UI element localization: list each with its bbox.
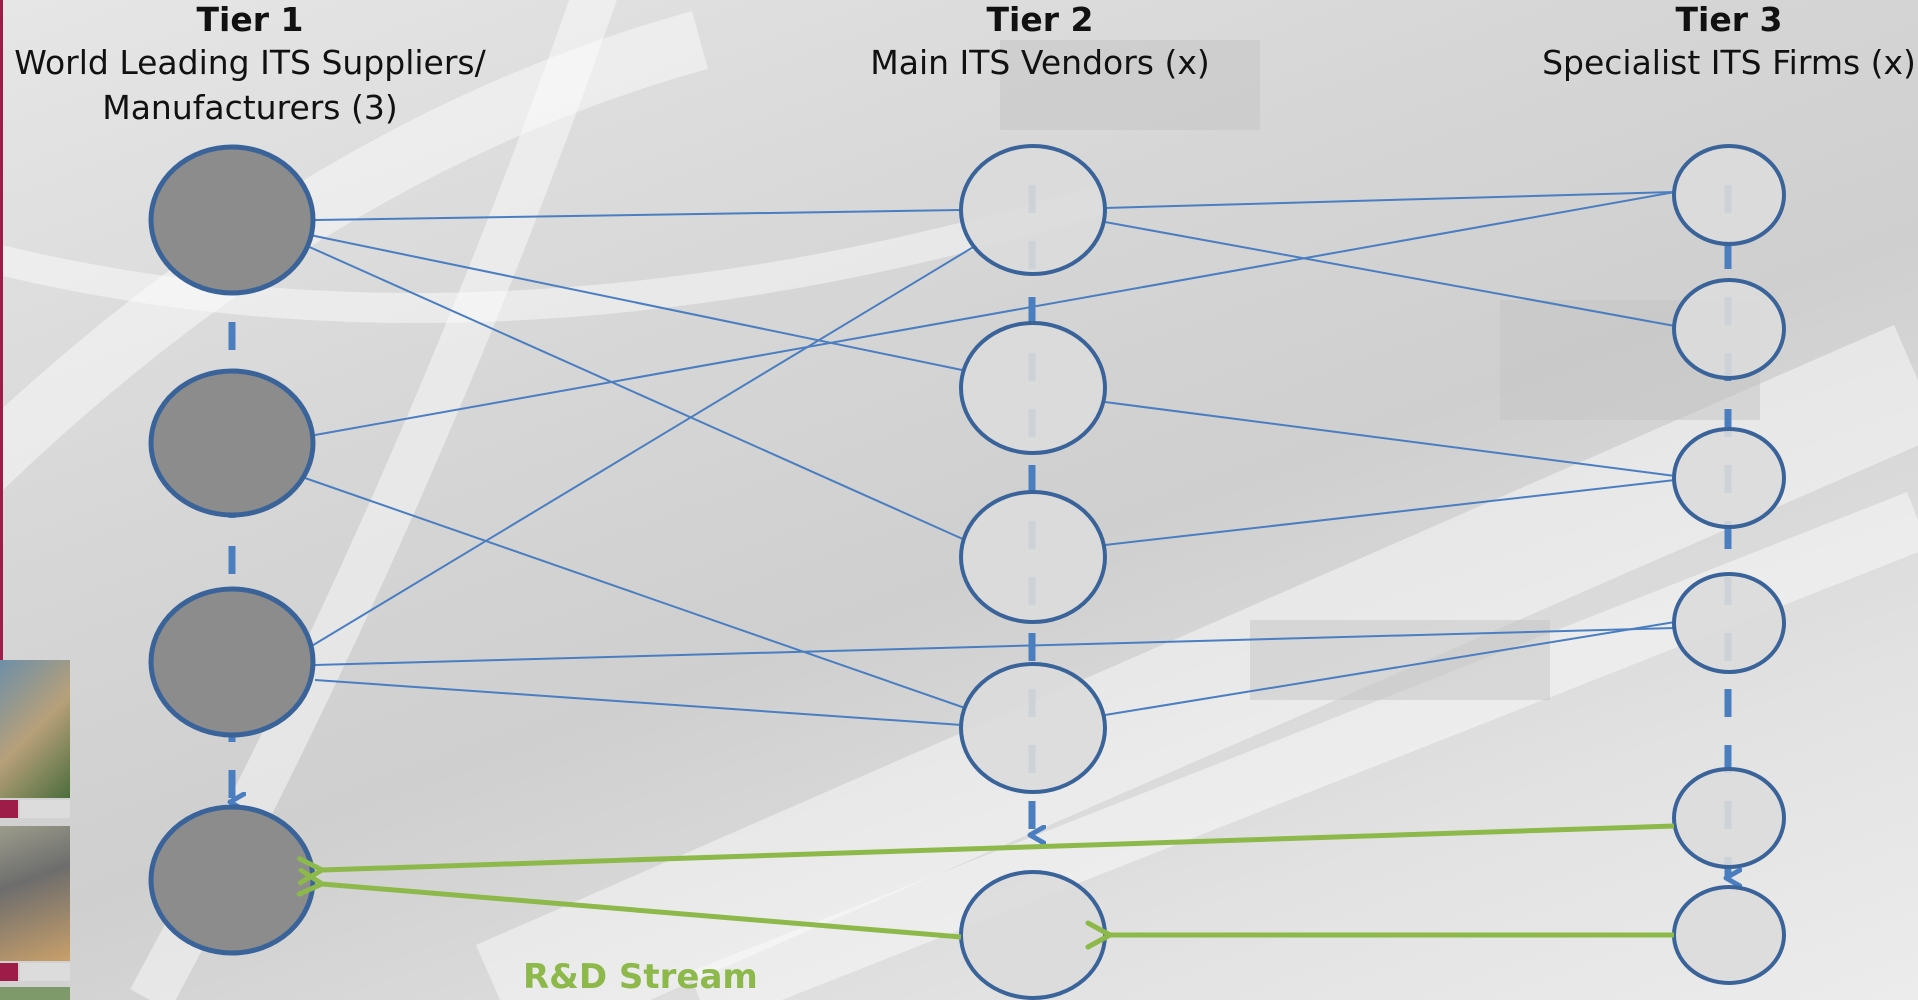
tier2-node bbox=[959, 870, 1107, 1000]
rd-arrow-tier2-to-tier1 bbox=[296, 867, 962, 940]
tier1-subtitle-line2: Manufacturers (3) bbox=[102, 88, 398, 127]
tier3-header: Tier 3 Specialist ITS Firms (x) bbox=[1540, 0, 1918, 85]
tier3-node bbox=[1672, 427, 1786, 529]
left-photo-strip bbox=[0, 660, 72, 1000]
tier2-node bbox=[959, 662, 1107, 794]
tier3-subtitle: Specialist ITS Firms (x) bbox=[1542, 43, 1916, 82]
tier1-node bbox=[148, 144, 316, 296]
link-line bbox=[314, 679, 963, 726]
link-line bbox=[314, 209, 961, 221]
rd-stream-arrows bbox=[296, 823, 1675, 950]
divider-bar bbox=[20, 800, 70, 818]
photo-thumbnail bbox=[0, 987, 70, 1000]
divider-bar bbox=[20, 963, 70, 981]
accent-bar bbox=[0, 800, 18, 818]
link-line bbox=[1104, 221, 1676, 327]
tier1-node bbox=[148, 368, 316, 518]
link-line bbox=[314, 191, 1676, 436]
tier2-node bbox=[959, 321, 1107, 455]
left-edge-line bbox=[0, 0, 3, 660]
tier2-nodes bbox=[959, 144, 1107, 1000]
tier2-header: Tier 2 Main ITS Vendors (x) bbox=[830, 0, 1250, 85]
tier3-node bbox=[1672, 278, 1786, 380]
rd-stream-label: R&D Stream bbox=[523, 957, 758, 997]
tier3-title: Tier 3 bbox=[1675, 0, 1783, 39]
accent-bar bbox=[0, 963, 18, 981]
link-line bbox=[1104, 621, 1676, 716]
photo-thumbnail bbox=[0, 826, 70, 961]
link-line bbox=[309, 234, 963, 371]
link-line bbox=[1104, 479, 1676, 546]
tier1-subtitle-line1: World Leading ITS Suppliers/ bbox=[14, 43, 486, 82]
connection-lines bbox=[304, 191, 1676, 726]
tier3-node bbox=[1672, 767, 1786, 869]
tier1-title: Tier 1 bbox=[196, 0, 304, 39]
tier2-title: Tier 2 bbox=[986, 0, 1094, 39]
link-line bbox=[304, 244, 966, 541]
tier2-node bbox=[959, 490, 1107, 624]
tier2-node bbox=[959, 144, 1107, 276]
tier1-nodes bbox=[148, 144, 316, 956]
tier1-node bbox=[148, 586, 316, 738]
tier3-node bbox=[1672, 572, 1786, 674]
tier3-nodes bbox=[1672, 144, 1786, 985]
tier1-header: Tier 1 World Leading ITS Suppliers/ Manu… bbox=[0, 0, 500, 130]
tier3-node bbox=[1672, 885, 1786, 985]
link-line bbox=[314, 627, 1676, 666]
tier2-subtitle: Main ITS Vendors (x) bbox=[870, 43, 1210, 82]
link-line bbox=[1104, 191, 1676, 209]
tier1-node bbox=[148, 804, 316, 956]
tier3-node bbox=[1672, 144, 1786, 246]
photo-thumbnail bbox=[0, 660, 70, 798]
link-line bbox=[304, 477, 966, 709]
link-line bbox=[304, 245, 976, 651]
rd-arrow-tier3-to-tier1 bbox=[297, 823, 1675, 886]
link-line bbox=[1104, 401, 1676, 477]
